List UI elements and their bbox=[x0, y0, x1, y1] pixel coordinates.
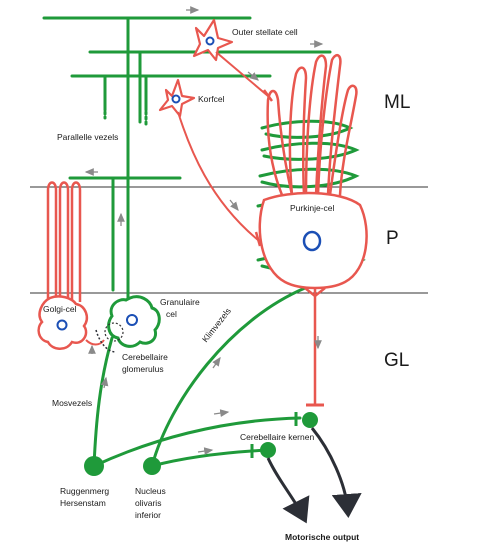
climbing-fiber bbox=[150, 286, 307, 468]
layer-label-ml: ML bbox=[384, 92, 411, 113]
nucleus-olivaris-dot bbox=[143, 457, 161, 475]
purkinje-label: Purkinje-cel bbox=[290, 203, 335, 213]
korfcel-label: Korfcel bbox=[198, 94, 225, 104]
parallel-fibers-label: Parallelle vezels bbox=[57, 132, 119, 142]
nucleus-label-2: olivaris bbox=[135, 498, 162, 508]
glomerulus-ring bbox=[104, 322, 124, 342]
direction-arrows bbox=[84, 6, 324, 455]
ruggenmerg-label-2: Hersenstam bbox=[60, 498, 106, 508]
motor-output-label: Motorische output bbox=[285, 532, 360, 542]
ruggenmerg-label-1: Ruggenmerg bbox=[60, 486, 110, 496]
granule-label-2: cel bbox=[166, 309, 177, 319]
granule-label-1: Granulaire bbox=[160, 297, 200, 307]
outer-stellate-cell bbox=[192, 18, 274, 102]
motor-output-arrows bbox=[266, 427, 362, 524]
nucleus-label-1: Nucleus bbox=[135, 486, 166, 496]
mossy-fibers-label: Mosvezels bbox=[52, 398, 93, 408]
glomerulus-label-2: glomerulus bbox=[122, 364, 164, 374]
granule-axon bbox=[68, 176, 182, 302]
ruggenmerg-nucleus bbox=[84, 456, 104, 476]
parallel-fibers bbox=[42, 16, 332, 184]
glomerulus-links bbox=[95, 329, 117, 353]
mossy-fiber bbox=[92, 336, 302, 468]
layer-label-p: P bbox=[386, 228, 399, 249]
cerebellaire-kern-lower bbox=[260, 442, 276, 458]
granule-cell bbox=[107, 295, 161, 348]
layer-label-gl: GL bbox=[384, 350, 410, 371]
purkinje-soma bbox=[258, 191, 368, 290]
nucleus-label-3: inferior bbox=[135, 510, 161, 520]
glomerulus-label-1: Cerebellaire bbox=[122, 352, 168, 362]
golgi-label: Golgi-cel bbox=[43, 304, 77, 314]
outer-stellate-label: Outer stellate cell bbox=[232, 27, 298, 37]
purkinje-nucleus bbox=[302, 230, 322, 252]
cerebellaire-kern-upper bbox=[302, 412, 318, 428]
purkinje-axon bbox=[304, 287, 326, 407]
golgi-cell bbox=[37, 181, 105, 350]
cerebellar-nuclei-label: Cerebellaire kernen bbox=[240, 432, 315, 442]
purkinje-dendrites bbox=[266, 53, 358, 197]
korfcel-cell bbox=[158, 78, 262, 247]
